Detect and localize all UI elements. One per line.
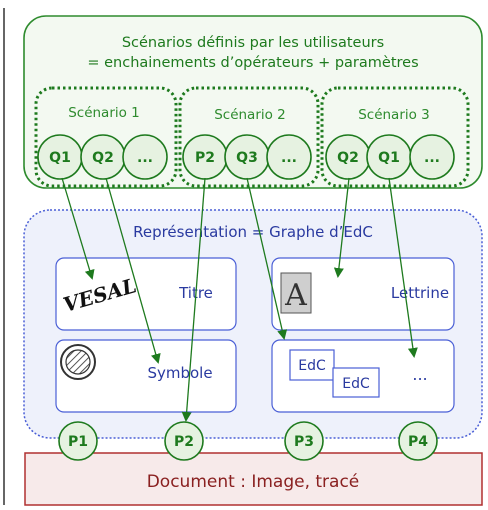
s3-op-more-label: ... — [424, 150, 440, 166]
s1-op-more-label: ... — [137, 150, 153, 166]
edc-card-1 — [289, 349, 335, 381]
document-label: Document : Image, tracé — [147, 472, 360, 492]
edc-more: ... — [412, 365, 427, 384]
primitive-p4-label: P4 — [408, 434, 428, 450]
svg-text:A: A — [284, 278, 307, 313]
lettrine-label: Lettrine — [391, 284, 449, 302]
lettrine-box — [271, 257, 455, 331]
s3-op-q1-label: Q1 — [378, 150, 400, 166]
scenario-2-box — [178, 86, 320, 188]
s2-op-p2-label: P2 — [195, 150, 215, 166]
s3-op-more — [409, 134, 455, 180]
primitive-p2-label: P2 — [174, 434, 194, 450]
document-box — [24, 452, 483, 506]
edc-card-2 — [332, 367, 380, 398]
arrow-q3-to-edc — [246, 177, 288, 340]
scenarios-header-line1: Scénarios définis par les utilisateurs — [122, 35, 384, 51]
representation-title: Représentation = Graphe d’EdC — [133, 223, 373, 241]
scenarios-header-line2: = enchainements d’opérateurs + paramètre… — [87, 55, 418, 71]
scenario-3-label: Scénario 3 — [358, 107, 430, 123]
scenario-1-label: Scénario 1 — [68, 105, 140, 121]
arrows — [61, 177, 418, 422]
scenario-3-box — [320, 86, 470, 188]
primitive-p1-label: P1 — [68, 434, 88, 450]
primitive-p3 — [284, 421, 324, 461]
scenario-2-label: Scénario 2 — [214, 107, 286, 123]
scenario-1-box — [34, 86, 178, 188]
arrow-q2-to-symbole — [105, 177, 161, 364]
ornamental-letter-icon: A — [280, 272, 312, 314]
primitive-p4 — [398, 421, 438, 461]
arrow-q2-to-lettrine — [333, 177, 350, 278]
arrow-q1-to-more — [388, 177, 418, 358]
edc-label-1: EdC — [298, 358, 326, 374]
s2-op-more — [266, 134, 312, 180]
s2-op-q3-label: Q3 — [236, 150, 258, 166]
arrow-q1-to-titre — [61, 177, 95, 280]
s3-op-q2-label: Q2 — [337, 150, 359, 166]
titre-box — [55, 257, 237, 331]
edc-label-2: EdC — [342, 376, 370, 392]
s1-op-q2-label: Q2 — [92, 150, 114, 166]
s1-op-q1-label: Q1 — [49, 150, 71, 166]
primitive-p3-label: P3 — [294, 434, 314, 450]
hatched-circle-icon — [60, 344, 96, 380]
s2-op-more-label: ... — [281, 150, 297, 166]
symbole-label: Symbole — [147, 364, 212, 382]
s1-op-more — [122, 134, 168, 180]
arrow-p2-to-primitive-p2 — [181, 177, 206, 422]
primitive-p2 — [164, 421, 204, 461]
primitive-p1 — [58, 421, 98, 461]
